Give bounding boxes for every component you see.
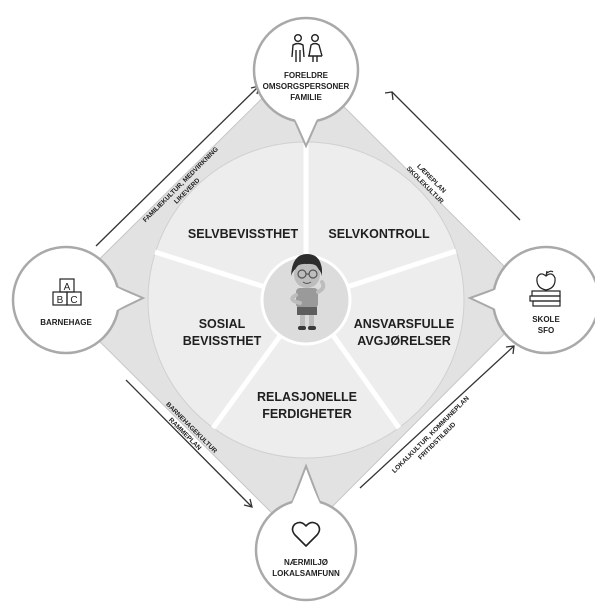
node-left-line1: BARNEHAGE <box>40 318 92 327</box>
segment-sosial-line2: BEVISSTHET <box>183 334 262 348</box>
node-bottom: NÆRMILJØ LOKALSAMFUNN <box>254 463 358 602</box>
abc-block-a: A <box>64 282 71 293</box>
abc-block-b: B <box>57 295 64 306</box>
node-top-line2: OMSORGSPERSONER <box>263 82 350 91</box>
node-left-circle <box>11 245 121 355</box>
segment-relasjonelle-line1: RELASJONELLE <box>257 390 357 404</box>
node-right-line1: SKOLE <box>532 315 560 324</box>
arrow-top-left <box>95 85 260 247</box>
heart-icon <box>291 521 321 547</box>
apple-books-icon <box>529 270 561 307</box>
node-top-line3: FAMILIE <box>290 93 322 102</box>
edge-arrows <box>95 85 521 508</box>
divider-left <box>154 249 269 291</box>
segment-selvkontroll: SELVKONTROLL <box>328 227 430 241</box>
segment-sosial-line1: SOSIAL <box>199 317 246 331</box>
node-bottom-line2: LOKALSAMFUNN <box>272 569 340 578</box>
node-top: FORELDRE OMSORGSPERSONER FAMILIE <box>252 16 360 149</box>
abc-blocks-icon: A B C <box>52 278 82 306</box>
node-right: SKOLE SFO <box>467 245 595 355</box>
arrow-bottom-left <box>125 379 253 508</box>
node-top-circle <box>252 16 360 124</box>
divider-bottom-right <box>327 329 402 430</box>
node-bottom-line1: NÆRMILJØ <box>284 558 328 567</box>
segment-ansvarsfulle-line1: ANSVARSFULLE <box>354 317 454 331</box>
node-top-line1: FORELDRE <box>284 71 329 80</box>
node-left: A B C BARNEHAGE <box>11 245 146 355</box>
segment-relasjonelle-line2: FERDIGHETER <box>262 407 352 421</box>
node-right-circle <box>491 245 595 355</box>
segment-selvbevissthet: SELVBEVISSTHET <box>188 227 299 241</box>
segment-ansvarsfulle-line2: AVGJØRELSER <box>357 334 451 348</box>
arrow-top-right <box>391 91 521 221</box>
parents-icon <box>291 34 323 62</box>
child-illustration <box>290 254 326 330</box>
arrow-head-top-right <box>384 91 394 101</box>
node-right-line2: SFO <box>538 326 554 335</box>
divider-right <box>343 248 457 291</box>
arrow-bottom-right <box>359 345 515 489</box>
arrow-head-bottom-left <box>243 498 253 508</box>
node-bottom-circle <box>254 498 358 602</box>
abc-block-c: C <box>70 295 77 306</box>
wheel-dividers <box>154 142 457 430</box>
arrow-head-bottom-right <box>505 345 515 355</box>
divider-bottom-left <box>210 330 286 430</box>
